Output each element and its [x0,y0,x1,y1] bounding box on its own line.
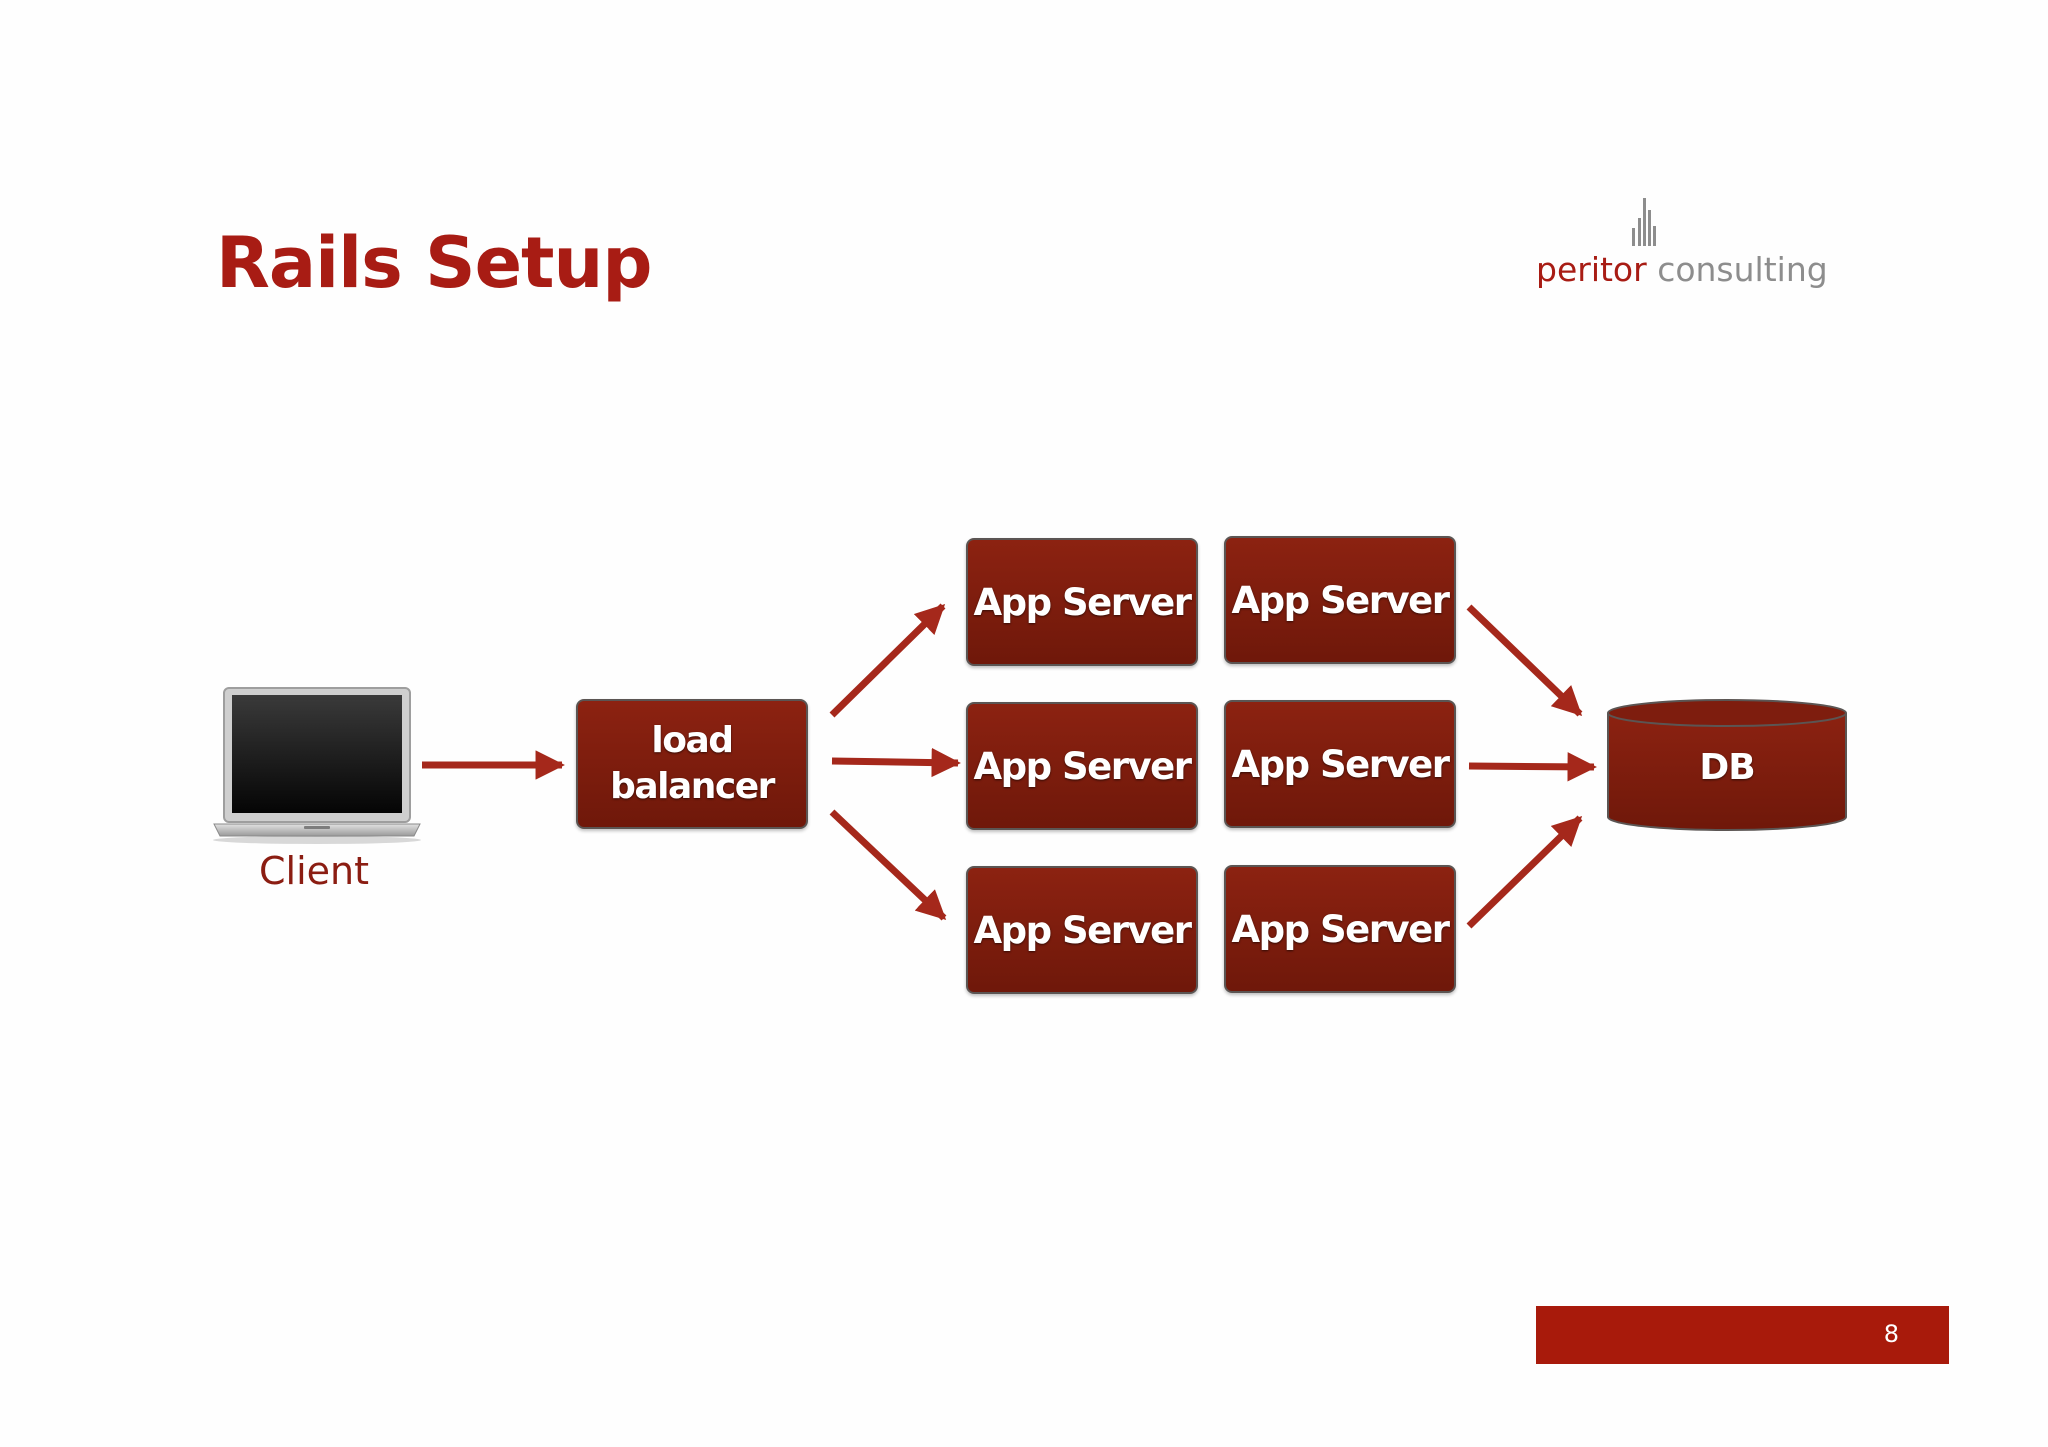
app-server-label: App Server [973,908,1192,952]
app-server-label: App Server [1231,578,1450,622]
client-label: Client [258,849,369,893]
load-balancer-node: load balancer [576,699,808,829]
database-cylinder-icon [1607,699,1847,831]
page-number: 8 [1883,1320,1899,1348]
app-server-node: App Server [1224,700,1456,828]
arrow-app-4-to-db [1468,752,1597,782]
logo-bars-icon [1632,198,1656,246]
database-label: DB [1699,746,1755,788]
load-balancer-label: load balancer [610,720,775,807]
logo-word-peritor: peritor [1536,250,1647,289]
arrow-app-2-to-db [1466,604,1583,717]
arrow-lb-to-app-3 [831,747,961,778]
app-server-node: App Server [1224,865,1456,993]
app-server-node: App Server [966,538,1198,666]
database-node: DB [1606,697,1848,833]
app-server-label: App Server [973,580,1192,624]
logo-word-consulting: consulting [1657,250,1828,289]
app-server-node: App Server [1224,536,1456,664]
app-server-node: App Server [966,702,1198,830]
app-server-label: App Server [1231,907,1450,951]
app-server-node: App Server [966,866,1198,994]
arrow-lb-to-app-1 [829,603,946,718]
laptop-icon [213,687,421,844]
page-number-bar: 8 [1536,1306,1949,1364]
app-server-label: App Server [973,744,1192,788]
arrow-app-6-to-db [1466,815,1583,929]
logo-text: peritor consulting [1536,250,1828,290]
peritor-logo: peritor consulting [1532,196,1828,296]
slide-title: Rails Setup [216,222,652,304]
arrow-lb-to-app-5 [829,809,947,921]
app-server-label: App Server [1231,742,1450,786]
